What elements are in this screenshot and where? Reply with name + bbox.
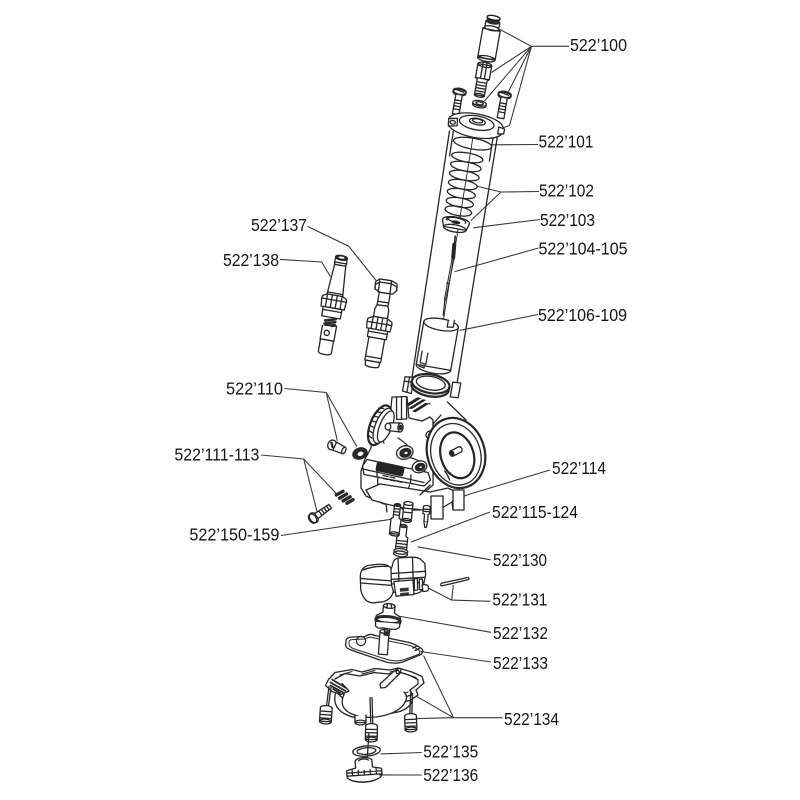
svg-text:522’103: 522’103 xyxy=(540,210,595,230)
svg-text:522’131: 522’131 xyxy=(492,589,547,609)
svg-text:522’111-113: 522’111-113 xyxy=(174,445,259,465)
svg-text:522’102: 522’102 xyxy=(539,181,594,201)
svg-text:522’114: 522’114 xyxy=(552,458,606,478)
svg-text:522’133: 522’133 xyxy=(493,653,548,673)
svg-text:522’101: 522’101 xyxy=(539,132,594,152)
svg-text:522’110: 522’110 xyxy=(226,379,283,399)
svg-text:522’134: 522’134 xyxy=(504,709,559,729)
svg-text:522’137: 522’137 xyxy=(251,215,307,235)
svg-text:522’104-105: 522’104-105 xyxy=(539,238,628,258)
svg-text:522’136: 522’136 xyxy=(423,765,478,785)
svg-text:522’138: 522’138 xyxy=(223,250,279,270)
svg-text:522’115-124: 522’115-124 xyxy=(492,502,578,522)
svg-text:522’130: 522’130 xyxy=(493,550,547,570)
svg-text:522’135: 522’135 xyxy=(423,741,478,761)
svg-text:522’150-159: 522’150-159 xyxy=(189,525,279,545)
svg-text:522’106-109: 522’106-109 xyxy=(538,305,627,325)
svg-text:522’132: 522’132 xyxy=(493,623,548,643)
svg-text:522’100: 522’100 xyxy=(570,35,627,55)
